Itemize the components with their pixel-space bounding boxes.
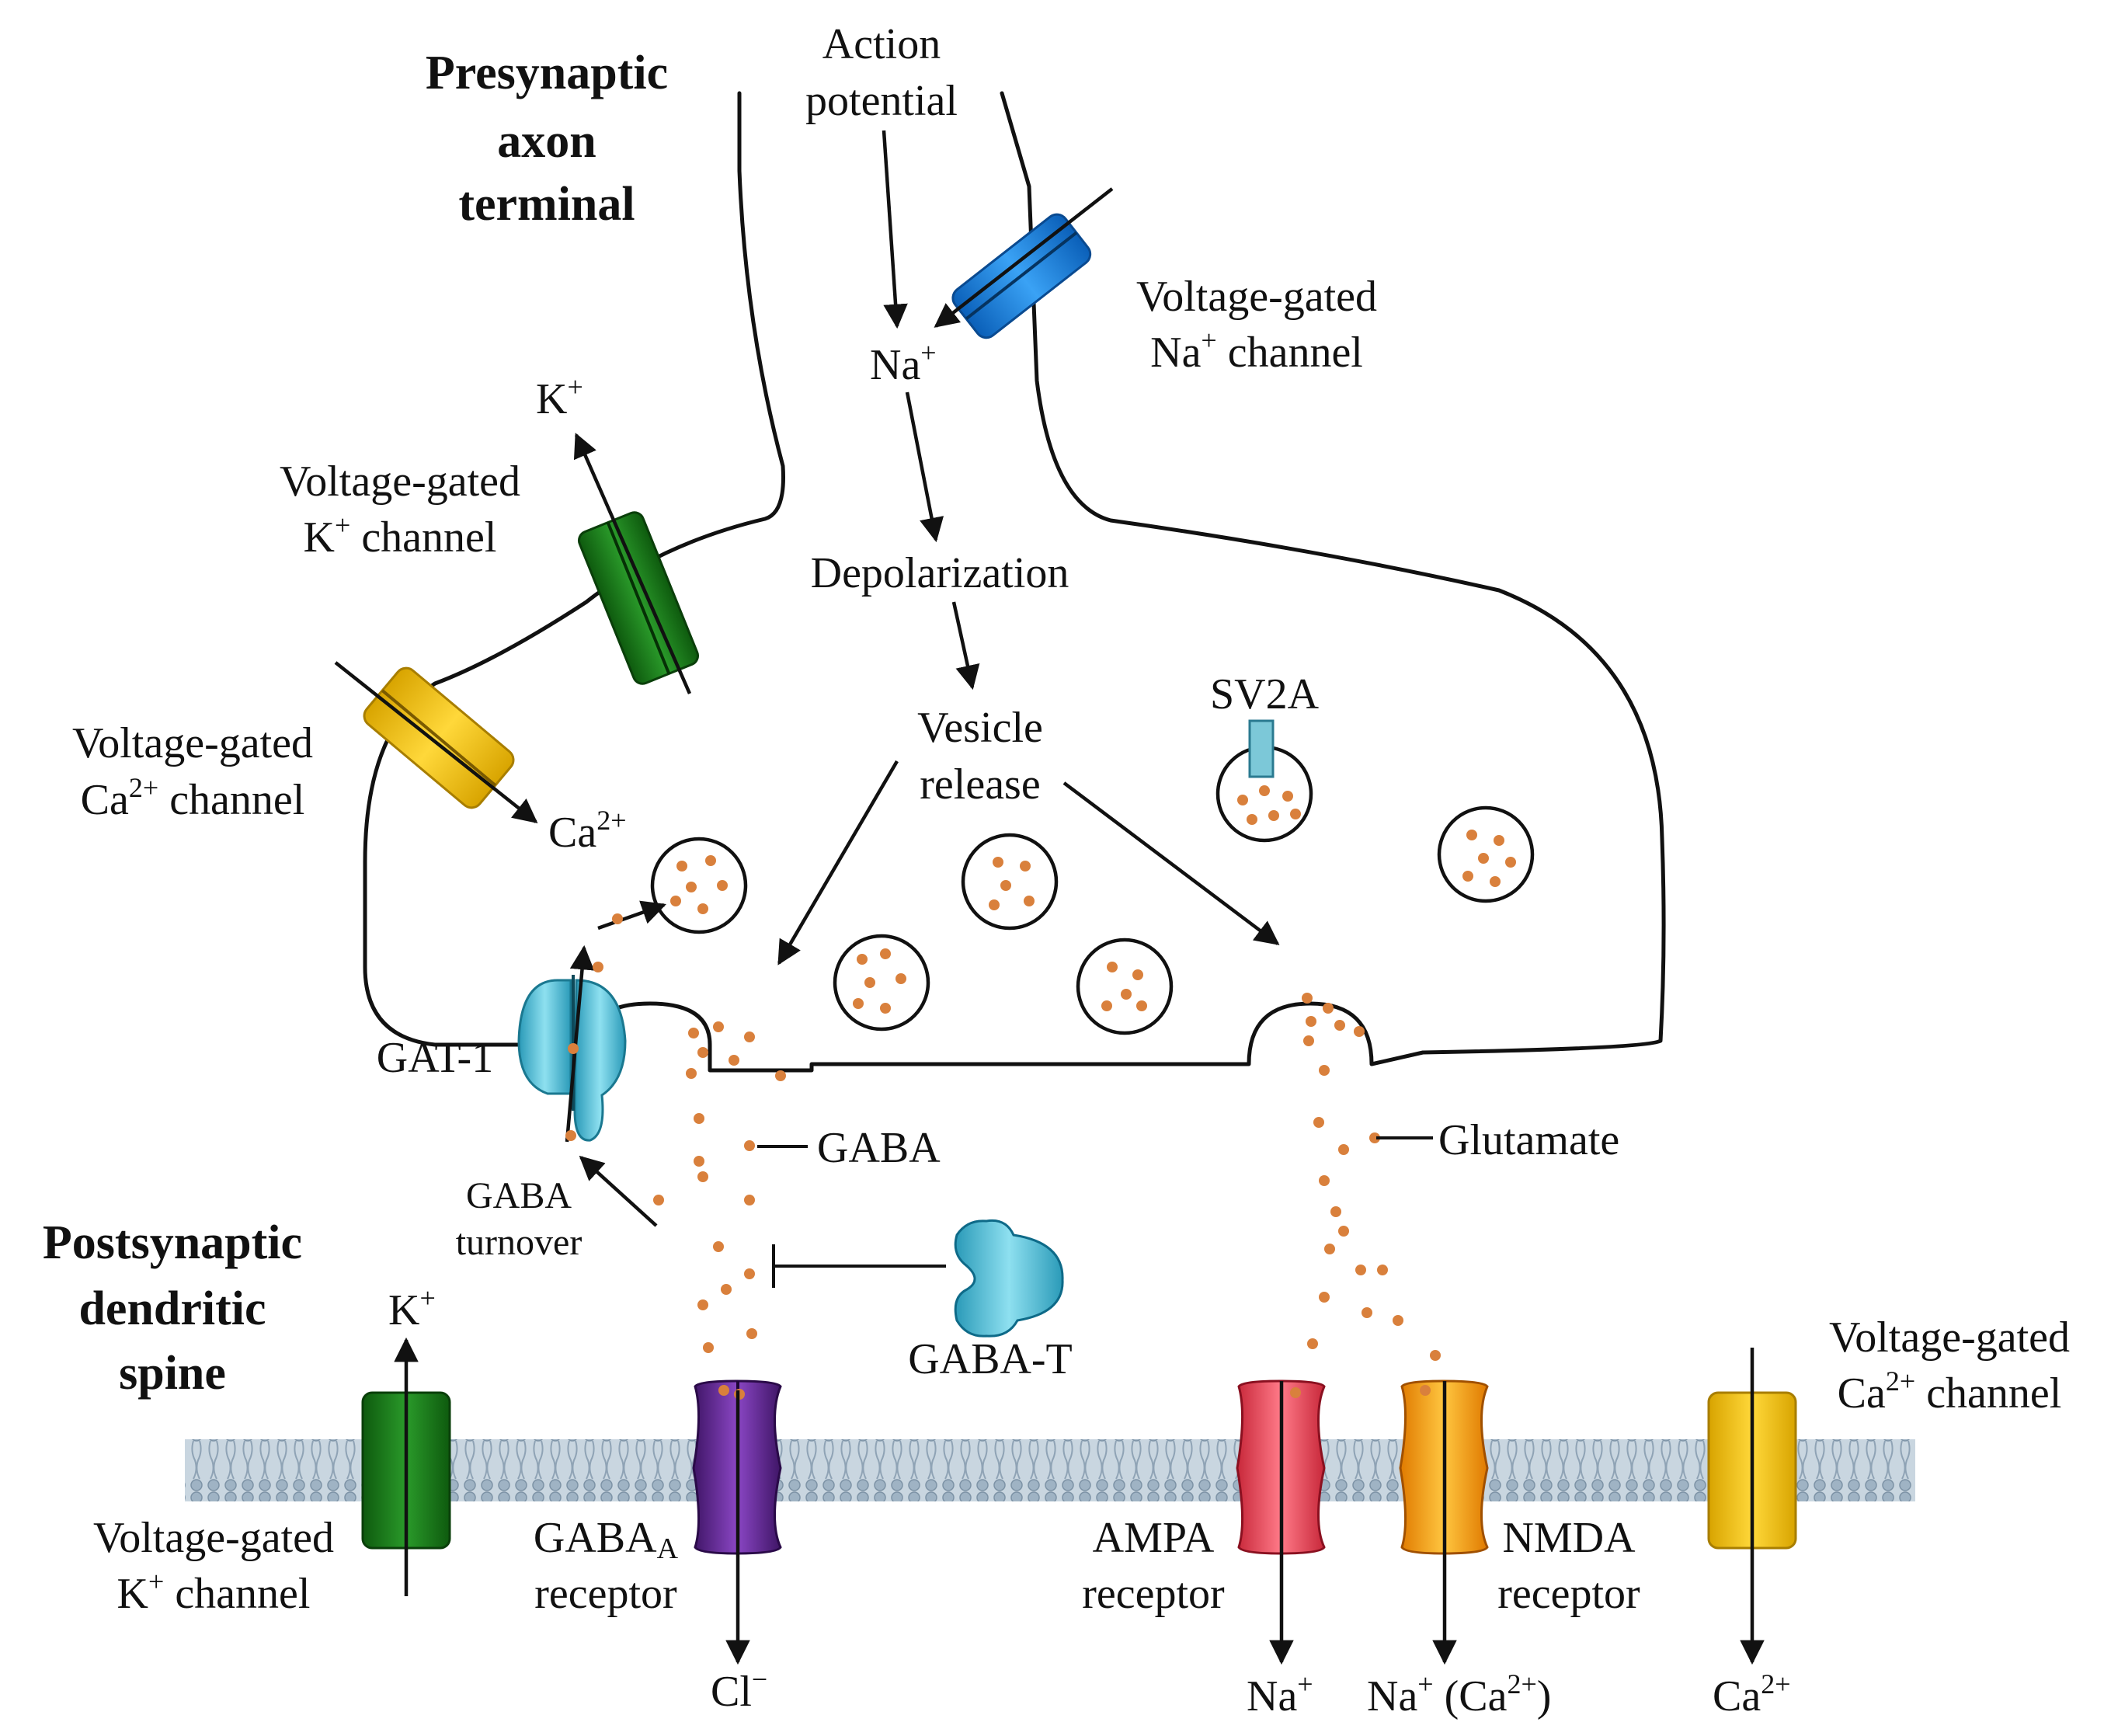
arrow-k-efflux	[573, 433, 692, 694]
svg-text:Voltage-gated: Voltage-gated	[1136, 273, 1377, 321]
postsynaptic-membrane	[185, 1439, 1915, 1501]
svg-text:receptor: receptor	[534, 1570, 677, 1618]
presynaptic-k-channel-label: Voltage-gated K+ channel	[280, 457, 520, 562]
svg-text:Na+ channel: Na+ channel	[1150, 325, 1363, 377]
vesicle	[1437, 805, 1535, 903]
gaba-molecule	[593, 962, 603, 972]
presynaptic-title: Presynaptic axon terminal	[426, 47, 668, 231]
svg-text:potential: potential	[805, 77, 958, 125]
svg-text:terminal: terminal	[458, 178, 635, 231]
vesicle	[650, 837, 748, 934]
gaba-molecules	[653, 1021, 786, 1396]
gaba-molecule	[568, 1043, 579, 1054]
presynaptic-na-channel	[951, 213, 1092, 339]
vesicle	[1076, 938, 1174, 1035]
svg-text:receptor: receptor	[1497, 1570, 1640, 1618]
gaba-label: GABA	[817, 1124, 941, 1172]
vesicle	[833, 934, 930, 1032]
sv2a-protein	[1248, 719, 1275, 778]
gaba-molecule	[612, 913, 623, 924]
action-potential-label: Action potential	[805, 20, 958, 125]
cl-ion-label: Cl−	[711, 1664, 767, 1716]
arrow-na-influx	[934, 187, 1114, 328]
svg-text:NMDA: NMDA	[1502, 1514, 1636, 1562]
svg-text:Ca2+ channel: Ca2+ channel	[1838, 1365, 2062, 1418]
gaba-bound	[718, 1385, 729, 1396]
glutamate-label: Glutamate	[1438, 1116, 1619, 1164]
svg-text:Ca2+ channel: Ca2+ channel	[81, 772, 305, 824]
svg-text:Action: Action	[822, 20, 941, 68]
gaba-t-label: GABA-T	[908, 1335, 1073, 1383]
depolarization-label: Depolarization	[811, 549, 1069, 597]
svg-text:release: release	[920, 760, 1040, 809]
glutamate-molecules	[1302, 993, 1441, 1361]
svg-text:axon: axon	[497, 115, 596, 168]
svg-text:Vesicle: Vesicle	[917, 704, 1043, 752]
vesicle	[961, 833, 1059, 931]
arrow-gat1-to-vesicle	[597, 900, 666, 931]
na-ion-label: Na+	[870, 337, 937, 389]
presynaptic-k-channel	[577, 511, 700, 685]
post-ca-in-label: Ca2+	[1713, 1668, 1791, 1720]
svg-text:Voltage-gated: Voltage-gated	[1829, 1313, 2070, 1362]
post-k-out-label: K+	[388, 1282, 436, 1334]
nmda-ion-label: Na+ (Ca2+)	[1367, 1668, 1551, 1720]
svg-text:turnover: turnover	[456, 1222, 583, 1263]
svg-text:Voltage-gated: Voltage-gated	[72, 719, 313, 767]
sv2a-vesicle	[1215, 719, 1313, 843]
postsynaptic-k-channel-label: Voltage-gated K+ channel	[93, 1514, 334, 1618]
glutamate-bound	[1420, 1385, 1431, 1396]
gaba-t-enzyme	[954, 1219, 1064, 1338]
svg-text:K+ channel: K+ channel	[304, 510, 497, 562]
svg-text:GABAA: GABAA	[534, 1514, 679, 1565]
postsynaptic-title: Postsynaptic dendritic spine	[43, 1216, 302, 1400]
svg-text:K+ channel: K+ channel	[117, 1566, 311, 1618]
presynaptic-ca-channel-label: Voltage-gated Ca2+ channel	[72, 719, 313, 824]
gat1-transporter	[517, 975, 627, 1142]
svg-text:Voltage-gated: Voltage-gated	[280, 457, 520, 506]
arrow-na-to-depol	[905, 391, 944, 543]
sv2a-label: SV2A	[1210, 670, 1320, 718]
glutamate-bound	[1290, 1387, 1301, 1398]
arrow-ap-to-na	[882, 130, 908, 329]
svg-text:Postsynaptic: Postsynaptic	[43, 1216, 302, 1269]
svg-text:AMPA: AMPA	[1093, 1514, 1215, 1562]
svg-text:receptor: receptor	[1082, 1570, 1225, 1618]
nmda-receptor-label: NMDA receptor	[1497, 1514, 1640, 1618]
ca-in-label: Ca2+	[548, 805, 627, 857]
arrow-gaba-turnover	[579, 1155, 658, 1227]
svg-text:dendritic: dendritic	[78, 1282, 266, 1335]
arrow-release-to-glut-vesicle	[1062, 781, 1280, 945]
svg-text:spine: spine	[119, 1347, 226, 1400]
arrow-release-to-gaba-vesicle	[777, 760, 899, 965]
ampa-na-label: Na+	[1247, 1668, 1313, 1720]
postsynaptic-ca-channel-label: Voltage-gated Ca2+ channel	[1829, 1313, 2070, 1418]
svg-text:Presynaptic: Presynaptic	[426, 47, 668, 99]
gaba-molecule	[565, 1130, 576, 1141]
gaba-a-receptor-label: GABAA receptor	[534, 1514, 679, 1618]
arrow-ca-influx	[334, 661, 538, 823]
arrow-depol-to-release	[951, 601, 980, 691]
k-out-label: K+	[536, 371, 583, 423]
vesicle-release-label: Vesicle release	[917, 704, 1043, 809]
svg-text:GABA: GABA	[466, 1175, 572, 1216]
svg-text:Voltage-gated: Voltage-gated	[93, 1514, 334, 1562]
ampa-receptor-label: AMPA receptor	[1082, 1514, 1225, 1618]
presynaptic-na-channel-label: Voltage-gated Na+ channel	[1136, 273, 1377, 377]
gat1-label: GAT-1	[377, 1034, 493, 1082]
gaba-turnover-label: GABA turnover	[456, 1175, 583, 1263]
